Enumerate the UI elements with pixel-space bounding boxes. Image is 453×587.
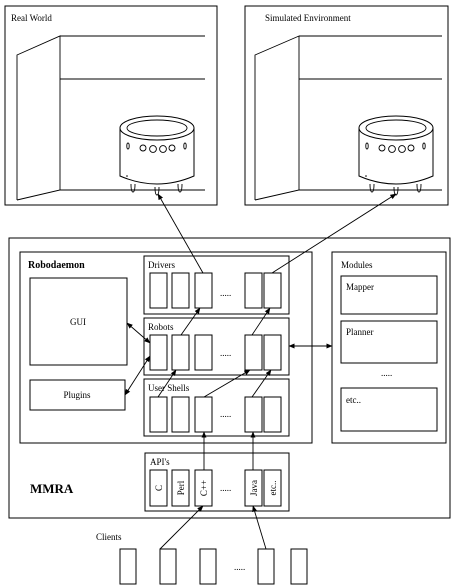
robodaemon-container: Robodaemon GUI Plugins Drivers ..... Rob… [19, 251, 313, 444]
shell-slot [194, 396, 213, 433]
client-box [257, 548, 275, 585]
module-etc-label: etc.. [346, 395, 361, 405]
module-mapper-label: Mapper [346, 282, 374, 292]
arrow-robot-to-driver [251, 307, 271, 336]
user-shells-label: User Shells [148, 383, 190, 393]
robot-slot [149, 334, 168, 371]
drivers-label: Drivers [148, 260, 175, 270]
arrow-robot-to-driver [180, 307, 201, 336]
mmra-label: MMRA [30, 481, 74, 496]
robot-slot [263, 334, 282, 371]
modules-container: Modules Mapper Planner ..... etc.. [331, 251, 447, 444]
drivers-ellipsis: ..... [220, 288, 231, 298]
robot-slot [171, 334, 190, 371]
arrow-gui-robots [126, 322, 151, 344]
client-box [159, 548, 177, 585]
driver-slot [149, 272, 168, 309]
simulated-robot-icon [358, 115, 434, 196]
plugins-box [29, 379, 126, 411]
robots-label: Robots [148, 322, 174, 332]
arrow-driver-to-real-robot [157, 193, 204, 274]
simulated-panel: Simulated Environment [244, 5, 449, 206]
robodaemon-label: Robodaemon [28, 260, 85, 271]
driver-slot [244, 272, 263, 309]
arrow-shell-to-robot [157, 369, 177, 398]
modules-label: Modules [341, 260, 373, 270]
client-box [290, 548, 308, 585]
clients-group: Clients ..... [96, 532, 308, 585]
robots-ellipsis: ..... [220, 348, 231, 358]
apis-container: API's ..... C Perl C++ Java etc.. [144, 452, 290, 512]
simulated-label: Simulated Environment [265, 13, 351, 23]
driver-slot [263, 272, 282, 309]
module-etc-box [340, 387, 438, 432]
driver-slot [171, 272, 190, 309]
api-perl-box [171, 469, 190, 507]
shell-slot [171, 396, 190, 433]
module-planner-label: Planner [346, 327, 374, 337]
gui-box [29, 277, 128, 366]
arrow-shell-to-robot [251, 369, 272, 398]
arrow-plugins-robots [124, 355, 151, 396]
api-cpp-box [194, 469, 213, 507]
apis-label: API's [150, 457, 170, 467]
shell-slot [263, 396, 282, 433]
real-robot-icon [119, 115, 195, 196]
api-java-label: Java [249, 480, 259, 496]
client-box [199, 548, 217, 585]
api-c-box [149, 469, 168, 507]
shell-slot [244, 396, 263, 433]
module-mapper-box [340, 275, 438, 315]
robot-slot [244, 334, 263, 371]
user-shells-ellipsis: ..... [220, 409, 231, 419]
client-box [119, 548, 137, 585]
module-planner-box [340, 320, 438, 364]
api-perl-label: Perl [176, 480, 186, 495]
driver-slot [194, 272, 213, 309]
real-world-panel: Real World [4, 5, 218, 206]
arrow-driver-to-sim-robot [271, 193, 397, 274]
arrow-client-to-api [252, 505, 267, 550]
arrow-client-to-api [159, 505, 204, 550]
apis-ellipsis: ..... [220, 483, 231, 493]
clients-label: Clients [96, 532, 122, 542]
real-world-label: Real World [11, 13, 52, 23]
robot-slot [194, 334, 213, 371]
api-etc-label: etc.. [268, 481, 278, 496]
connection-arrows [124, 193, 397, 550]
api-cpp-label: C++ [199, 480, 209, 496]
arrow-shell-to-robot [203, 369, 251, 398]
api-etc-box [263, 469, 282, 507]
api-c-label: C [154, 485, 164, 491]
gui-label: GUI [70, 317, 86, 327]
plugins-label: Plugins [63, 390, 91, 400]
modules-ellipsis: ..... [381, 368, 392, 378]
clients-ellipsis: ..... [234, 562, 245, 572]
shell-slot [149, 396, 168, 433]
